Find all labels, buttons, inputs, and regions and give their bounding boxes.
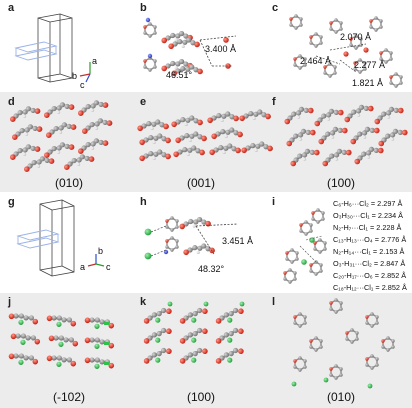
panel-l-packing — [291, 297, 396, 389]
row2-band — [0, 92, 412, 192]
panel-h-distance: 3.451 Å — [222, 236, 254, 246]
panel-f-packing — [280, 99, 410, 169]
panel-a-axis-c: c — [80, 80, 85, 90]
panel-letter-e: e — [140, 96, 147, 108]
panel-d-packing — [6, 96, 115, 174]
panel-a-axis-b: b — [72, 71, 78, 81]
panel-a-unit-cell — [14, 13, 73, 83]
panel-letter-d: d — [8, 96, 15, 108]
panel-h-dimer — [144, 214, 239, 260]
panel-letter-b: b — [140, 2, 147, 14]
panel-l-caption: (010) — [326, 390, 355, 404]
panel-letter-f: f — [272, 96, 276, 108]
panel-letter-g: g — [8, 196, 15, 208]
panel-letter-l: l — [272, 296, 276, 308]
panel-e-caption: (001) — [186, 176, 215, 190]
panel-g-axis-c: c — [106, 262, 111, 272]
contact-1: C₆-H₆···Cl₂ = 2.297 Å — [333, 199, 403, 208]
contact-6: O₃-H₃₁···Cl₂ = 2.847 Å — [333, 259, 406, 268]
contact-3: N₂-H₇···Cl₁ = 2.228 Å — [333, 223, 402, 232]
panel-c-d4: 1.821 Å — [352, 78, 384, 88]
panel-a-axis-a: a — [92, 56, 98, 66]
panel-f-caption: (100) — [326, 176, 355, 190]
panel-letter-c: c — [272, 2, 279, 14]
panel-c-network — [288, 13, 404, 89]
panel-letter-i: i — [272, 196, 276, 208]
panel-d-caption: (010) — [54, 176, 83, 190]
panel-k-packing — [140, 301, 247, 368]
panel-letter-a: a — [8, 2, 15, 14]
panel-c-d3: 2.277 Å — [354, 60, 386, 70]
contact-5: N₂-H₁₄···Cl₁ = 2.153 Å — [333, 247, 405, 256]
panel-b-distance: 3.400 Å — [205, 44, 237, 54]
panel-h-angle: 48.32° — [198, 264, 225, 274]
contact-4: C₁₃-H₁₃···O₄ = 2.776 Å — [333, 235, 407, 244]
panel-c-d2: 2.464 Å — [300, 56, 332, 66]
panel-letter-h: h — [140, 196, 147, 208]
panel-g-unit-cell — [16, 199, 75, 277]
panel-b-angle: 46.51° — [166, 70, 193, 80]
panel-g-axis-b: b — [98, 246, 104, 256]
contact-8: C₁₈-H₁₂···Cl₁ = 2.852 Å — [333, 283, 407, 292]
panel-g-axis-a: a — [80, 262, 86, 272]
contact-7: C₂₀-H₁₇···O₆ = 2.852 Å — [333, 271, 407, 280]
panel-g-axes — [87, 254, 105, 267]
panel-j-caption: (-102) — [52, 390, 85, 404]
panel-letter-j: j — [8, 296, 12, 308]
panel-letter-k: k — [140, 296, 147, 308]
contact-2: O₃H₃₀···Cl₁ = 2.234 Å — [333, 211, 404, 220]
panel-i-network — [282, 207, 328, 285]
panel-a-axes — [79, 62, 91, 83]
panel-c-d1: 2.070 Å — [340, 32, 372, 42]
panel-k-caption: (100) — [186, 390, 215, 404]
panel-j-packing — [6, 306, 117, 376]
panel-b-dimer — [142, 17, 237, 78]
panel-e-packing — [135, 107, 275, 163]
